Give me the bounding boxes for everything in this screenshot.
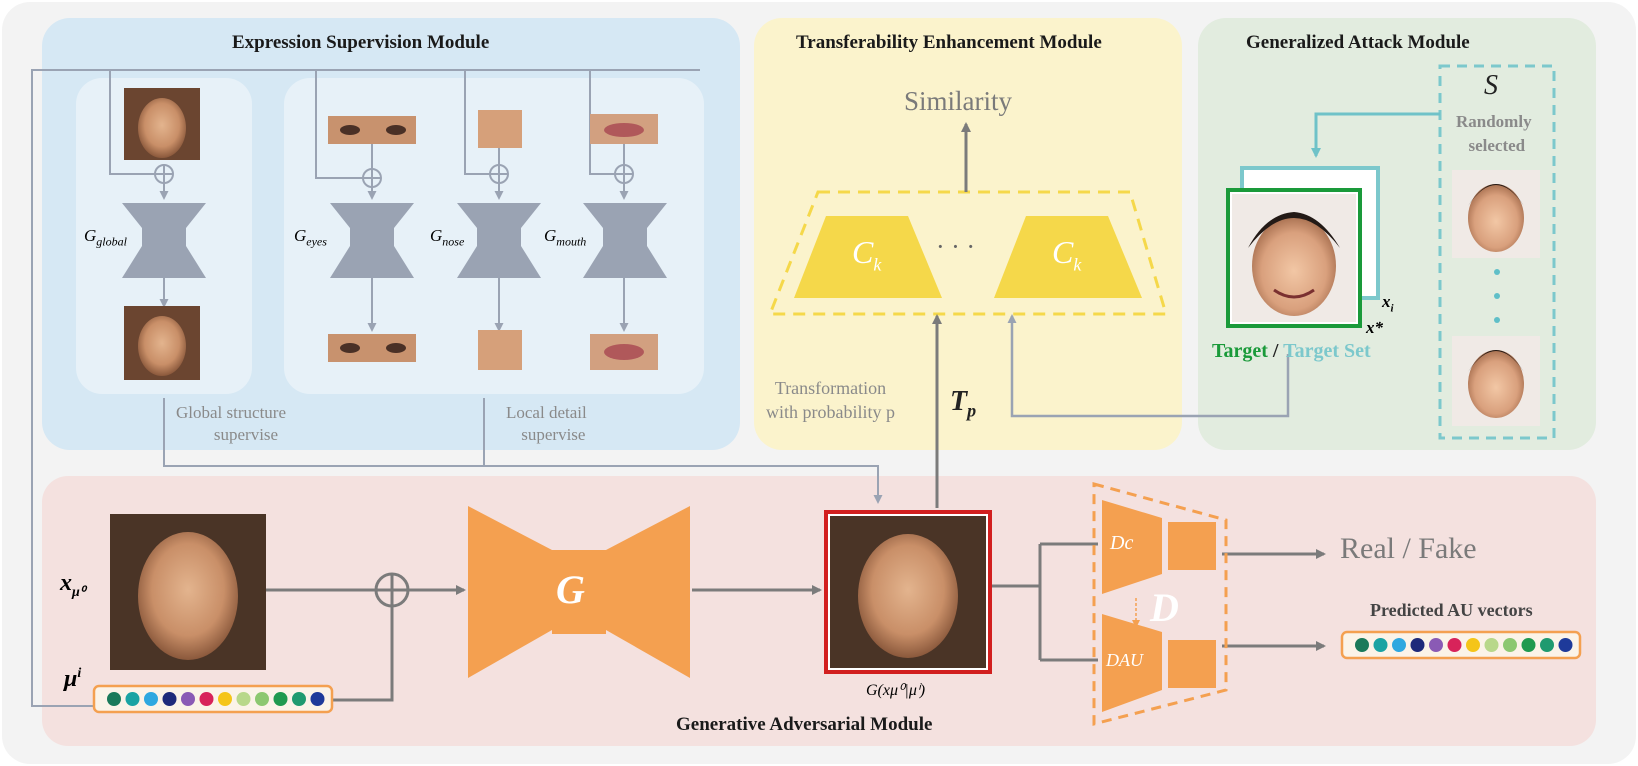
target-set-box: [1438, 64, 1556, 440]
expression-module-title: Expression Supervision Module: [232, 32, 490, 53]
input-x-label: xμ⁰: [60, 570, 86, 600]
predicted-au-dot: [1503, 638, 1517, 652]
face-images: [110, 88, 1540, 670]
predicted-au-dot: [1484, 638, 1499, 652]
input-au-dot: [181, 692, 195, 706]
predicted-au-dot: [1540, 638, 1554, 652]
predicted-au-dot: [1447, 638, 1462, 652]
attack-module-title: Generalized Attack Module: [1246, 32, 1470, 53]
input-mu-label: μi: [64, 666, 82, 692]
label-g-nose: Gnose: [430, 226, 465, 249]
similarity-label: Similarity: [904, 86, 1012, 116]
input-au-dot: [310, 692, 325, 706]
label-g-eyes: Geyes: [294, 226, 327, 249]
predicted-au-dot: [1355, 638, 1369, 652]
output-label: G(xμ⁰|μⁱ): [866, 682, 926, 699]
classifier-1-label: Ck: [852, 234, 882, 275]
input-au-dot: [255, 692, 269, 706]
predicted-au-dot: [1558, 638, 1573, 652]
classifier-1: [794, 216, 942, 298]
dau-label: DAU: [1106, 650, 1143, 670]
classifier-2: [994, 216, 1142, 298]
input-au-dot: [273, 692, 288, 706]
input-au-dot: [144, 692, 158, 706]
transferability-module-panel: [754, 18, 1182, 450]
ensemble-dashed-box: [767, 190, 1169, 316]
set-symbol: S: [1484, 70, 1498, 101]
predicted-au-dot: [1466, 638, 1480, 652]
xi-star-label: xi: [1382, 292, 1394, 315]
input-au-dot: [107, 692, 121, 706]
predicted-au-dot: [1392, 638, 1406, 652]
classifier-2-label: Ck: [1052, 234, 1082, 275]
label-g-mouth: Gmouth: [544, 226, 587, 249]
discriminator-label: D: [1150, 585, 1179, 630]
dc-label: Dc: [1110, 532, 1134, 554]
input-au-dot: [125, 692, 140, 706]
gan-module-title: Generative Adversarial Module: [676, 714, 933, 735]
generator-shapes: [122, 203, 667, 278]
transform-tp: Tp: [950, 386, 977, 421]
input-au-dot: [199, 692, 214, 706]
predicted-au-dot: [1429, 638, 1443, 652]
input-au-dot: [218, 692, 232, 706]
ensemble-ellipsis: · · ·: [936, 232, 975, 261]
input-au-dot: [236, 692, 251, 706]
predicted-au-dot: [1373, 638, 1388, 652]
input-au-dot: [162, 692, 177, 706]
real-fake-label: Real / Fake: [1340, 532, 1477, 565]
discriminator-box: [1092, 482, 1228, 726]
au-dots: [107, 638, 1573, 706]
target-caption: Target / Target Set: [1212, 340, 1371, 362]
label-g-global: Gglobal: [84, 226, 127, 249]
predicted-au-dot: [1521, 638, 1536, 652]
input-au-dot: [292, 692, 306, 706]
generator-g-label: G: [556, 567, 585, 612]
x-star-label: x*: [1366, 318, 1383, 337]
transferability-module-title: Transferability Enhancement Module: [796, 32, 1102, 53]
predicted-au-dot: [1410, 638, 1425, 652]
generator-g: [468, 506, 690, 678]
predicted-au-label: Predicted AU vectors: [1370, 600, 1533, 620]
